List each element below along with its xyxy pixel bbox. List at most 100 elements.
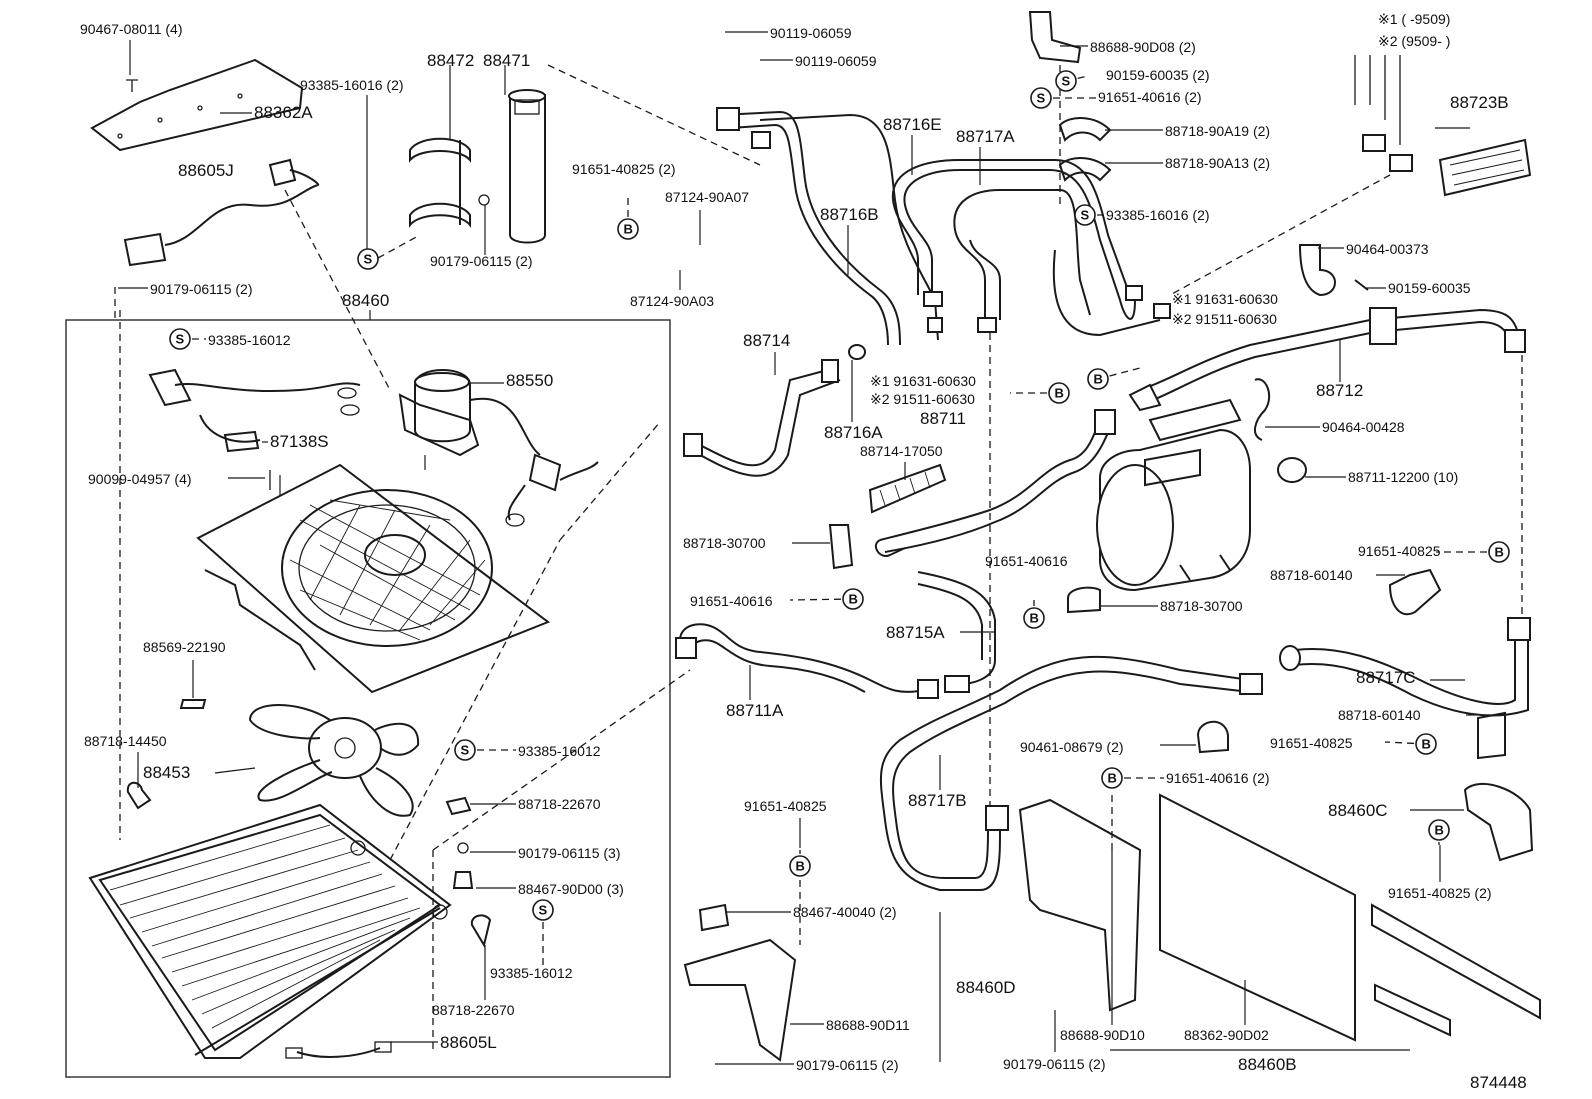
- part-label-90159-60035b[interactable]: 90159-60035: [1388, 280, 1471, 296]
- marker-letter: B: [1422, 737, 1431, 752]
- bolt-marker: [617, 218, 639, 240]
- part-label-91651-40825a[interactable]: 91651-40825 (2): [572, 161, 676, 177]
- standard-part-marker: [169, 328, 191, 350]
- part-label-93385d[interactable]: 93385-16012: [518, 743, 601, 759]
- leader-line: [214, 767, 256, 774]
- marker-letter: B: [796, 859, 805, 874]
- part-label-88688-90d08[interactable]: 88688-90D08 (2): [1090, 39, 1196, 55]
- part-label-88718-60140a[interactable]: 88718-60140: [1270, 567, 1353, 583]
- part-label-91651-40616d[interactable]: 91651-40616 (2): [1166, 770, 1270, 786]
- part-label-88718-30700b[interactable]: 88718-30700: [1160, 598, 1243, 614]
- part-label-88718-14450[interactable]: 88718-14450: [84, 733, 167, 749]
- part-label-88718-30700a[interactable]: 88718-30700: [683, 535, 766, 551]
- part-label-88714[interactable]: 88714: [743, 331, 790, 350]
- part-label-91651-40616a[interactable]: 91651-40616 (2): [1098, 89, 1202, 105]
- standard-part-marker: [532, 899, 554, 921]
- part-label-91511b[interactable]: ※2 91511-60630: [870, 391, 975, 407]
- clamp-90464-00428: [1254, 378, 1271, 441]
- standard-part-marker: [357, 248, 379, 270]
- part-label-88569[interactable]: 88569-22190: [143, 639, 226, 655]
- part-label-91511a[interactable]: ※2 91511-60630: [1172, 311, 1277, 327]
- fan-shroud: [196, 463, 551, 694]
- part-label-88472[interactable]: 88472: [427, 51, 474, 70]
- part-label-88718-22670b[interactable]: 88718-22670: [432, 1002, 515, 1018]
- part-label-88716b[interactable]: 88716B: [820, 205, 879, 224]
- part-label-88711[interactable]: 88711: [920, 409, 966, 428]
- part-label-88605j[interactable]: 88605J: [178, 161, 234, 180]
- part-label-88711-12200[interactable]: 88711-12200 (10): [1348, 469, 1458, 485]
- part-label-90099[interactable]: 90099-04957 (4): [88, 471, 192, 487]
- part-label-90119b[interactable]: 90119-06059: [795, 53, 877, 69]
- connector-88605L: [285, 1041, 392, 1059]
- part-label-88711a[interactable]: 88711A: [726, 701, 784, 720]
- part-label-93385e[interactable]: 93385-16012: [490, 965, 573, 981]
- part-label-88715a[interactable]: 88715A: [886, 623, 945, 642]
- part-label-90179b[interactable]: 90179-06115 (2): [430, 253, 532, 269]
- part-label-90179a[interactable]: 90179-06115 (2): [150, 281, 252, 297]
- part-label-90467[interactable]: 90467-08011 (4): [80, 21, 182, 37]
- part-label-88460d[interactable]: 88460D: [956, 978, 1016, 997]
- part-label-88460b[interactable]: 88460B: [1238, 1055, 1297, 1074]
- part-label-90464-00428[interactable]: 90464-00428: [1322, 419, 1405, 435]
- part-label-93385b[interactable]: 93385-16016 (2): [1106, 207, 1210, 223]
- part-label-88717c[interactable]: 88717C: [1356, 668, 1416, 687]
- marker-letter: S: [1037, 91, 1046, 106]
- part-label-90179d[interactable]: 90179-06115 (2): [796, 1057, 898, 1073]
- part-label-88467-40040[interactable]: 88467-40040 (2): [793, 904, 897, 920]
- part-label-88712[interactable]: 88712: [1316, 381, 1363, 400]
- part-label-88471[interactable]: 88471: [483, 51, 530, 70]
- part-label-88362a[interactable]: 88362A: [254, 103, 313, 122]
- part-label-88716e[interactable]: 88716E: [883, 115, 942, 134]
- part-label-90464-00373[interactable]: 90464-00373: [1346, 241, 1429, 257]
- fan-88453: [248, 704, 420, 817]
- part-label-87124-90a03[interactable]: 87124-90A03: [630, 293, 714, 309]
- bracket-88688-90D11: [683, 903, 797, 1062]
- part-label-93385c[interactable]: 93385-16012: [208, 332, 291, 348]
- part-label-88688-90d11[interactable]: 88688-90D11: [826, 1017, 910, 1033]
- part-label-88688-90d10[interactable]: 88688-90D10: [1060, 1027, 1145, 1043]
- part-label-91651-40616c[interactable]: 91651-40616: [985, 553, 1068, 569]
- part-label-91651-40825c[interactable]: 91651-40825: [1270, 735, 1353, 751]
- bolt-marker: [1023, 607, 1045, 629]
- part-label-90159-60035a[interactable]: 90159-60035 (2): [1106, 67, 1210, 83]
- fan-motor-88550: [398, 369, 480, 457]
- marker-letter: S: [461, 743, 470, 758]
- part-label-91651-40825d[interactable]: 91651-40825: [744, 798, 827, 814]
- part-label-91631b[interactable]: ※1 91631-60630: [870, 373, 976, 389]
- part-label-88723b[interactable]: 88723B: [1450, 93, 1509, 112]
- part-label-88460c[interactable]: 88460C: [1328, 801, 1388, 820]
- part-label-88718-60140b[interactable]: 88718-60140: [1338, 707, 1421, 723]
- part-label-91651-40825e[interactable]: 91651-40825 (2): [1388, 885, 1492, 901]
- part-label-88718-22670a[interactable]: 88718-22670: [518, 796, 601, 812]
- part-label-88362-90d02[interactable]: 88362-90D02: [1184, 1027, 1269, 1043]
- part-label-88460[interactable]: 88460: [342, 291, 389, 310]
- part-label-88550[interactable]: 88550: [506, 371, 553, 390]
- part-label-87138s[interactable]: 87138S: [270, 432, 329, 451]
- part-label-88717b[interactable]: 88717B: [908, 791, 967, 810]
- part-label-90119a[interactable]: 90119-06059: [770, 25, 852, 41]
- bolt-marker: [789, 855, 811, 877]
- part-label-90179c[interactable]: 90179-06115 (3): [518, 845, 620, 861]
- part-label-88714-17050[interactable]: 88714-17050: [860, 443, 943, 459]
- part-label-88717a[interactable]: 88717A: [956, 127, 1015, 146]
- part-label-91631a[interactable]: ※1 91631-60630: [1172, 291, 1278, 307]
- bracket-90464-00373: [1298, 244, 1336, 297]
- callouts: 90467-08011 (4) 88362A 88605J 90179-06115 (…: [80, 21, 1510, 1074]
- marker-letter: B: [1030, 611, 1039, 626]
- part-label-88467-90d00[interactable]: 88467-90D00 (3): [518, 881, 624, 897]
- part-label-91651-40825b[interactable]: 91651-40825: [1358, 543, 1441, 559]
- part-label-88716a[interactable]: 88716A: [824, 423, 883, 442]
- part-label-88718-90a19[interactable]: 88718-90A19 (2): [1165, 123, 1270, 139]
- part-label-90179e[interactable]: 90179-06115 (2): [1003, 1056, 1105, 1072]
- part-label-90461[interactable]: 90461-08679 (2): [1020, 739, 1124, 755]
- part-label-88718-90a13[interactable]: 88718-90A13 (2): [1165, 155, 1270, 171]
- part-label-93385a[interactable]: 93385-16016 (2): [300, 77, 404, 93]
- pipe-88716B: [716, 107, 939, 346]
- hose-88715A: [917, 571, 996, 693]
- part-label-91651-40616b[interactable]: 91651-40616: [690, 593, 773, 609]
- clamp-88718-90A19: [1058, 117, 1112, 142]
- part-label-88453[interactable]: 88453: [143, 763, 190, 782]
- part-label-87124-90a07[interactable]: 87124-90A07: [665, 189, 749, 205]
- part-label-88605l[interactable]: 88605L: [440, 1033, 497, 1052]
- compressor: [1096, 398, 1251, 592]
